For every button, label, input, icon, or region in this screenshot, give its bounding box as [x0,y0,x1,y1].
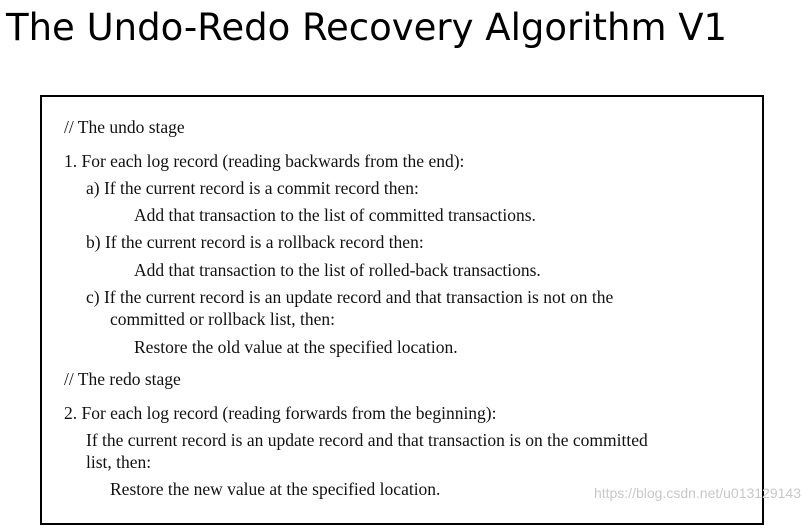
slide: The Undo-Redo Recovery Algorithm V1 // T… [6,6,801,525]
slide-title: The Undo-Redo Recovery Algorithm V1 [6,6,728,49]
step-1c-line-2: committed or rollback list, then: [110,309,336,329]
step-1a: a) If the current record is a commit rec… [86,178,419,198]
step-1c-action: Restore the old value at the specified l… [134,337,458,357]
step-1c-line-1: c) If the current record is an update re… [86,287,614,307]
redo-stage-comment: // The redo stage [64,369,181,389]
undo-stage-comment: // The undo stage [64,117,185,137]
algorithm-box: // The undo stage 1. For each log record… [40,95,764,525]
step-1b: b) If the current record is a rollback r… [86,232,424,252]
step-1a-action: Add that transaction to the list of comm… [134,205,536,225]
step-2-line-2: list, then: [86,452,152,472]
step-1b-action: Add that transaction to the list of roll… [134,260,541,280]
step-2-line-1: If the current record is an update recor… [86,430,648,450]
step-1: 1. For each log record (reading backward… [64,151,465,171]
step-2: 2. For each log record (reading forwards… [64,403,497,423]
step-2-action: Restore the new value at the specified l… [110,479,441,499]
watermark: https://blog.csdn.net/u013129143 [593,485,801,501]
